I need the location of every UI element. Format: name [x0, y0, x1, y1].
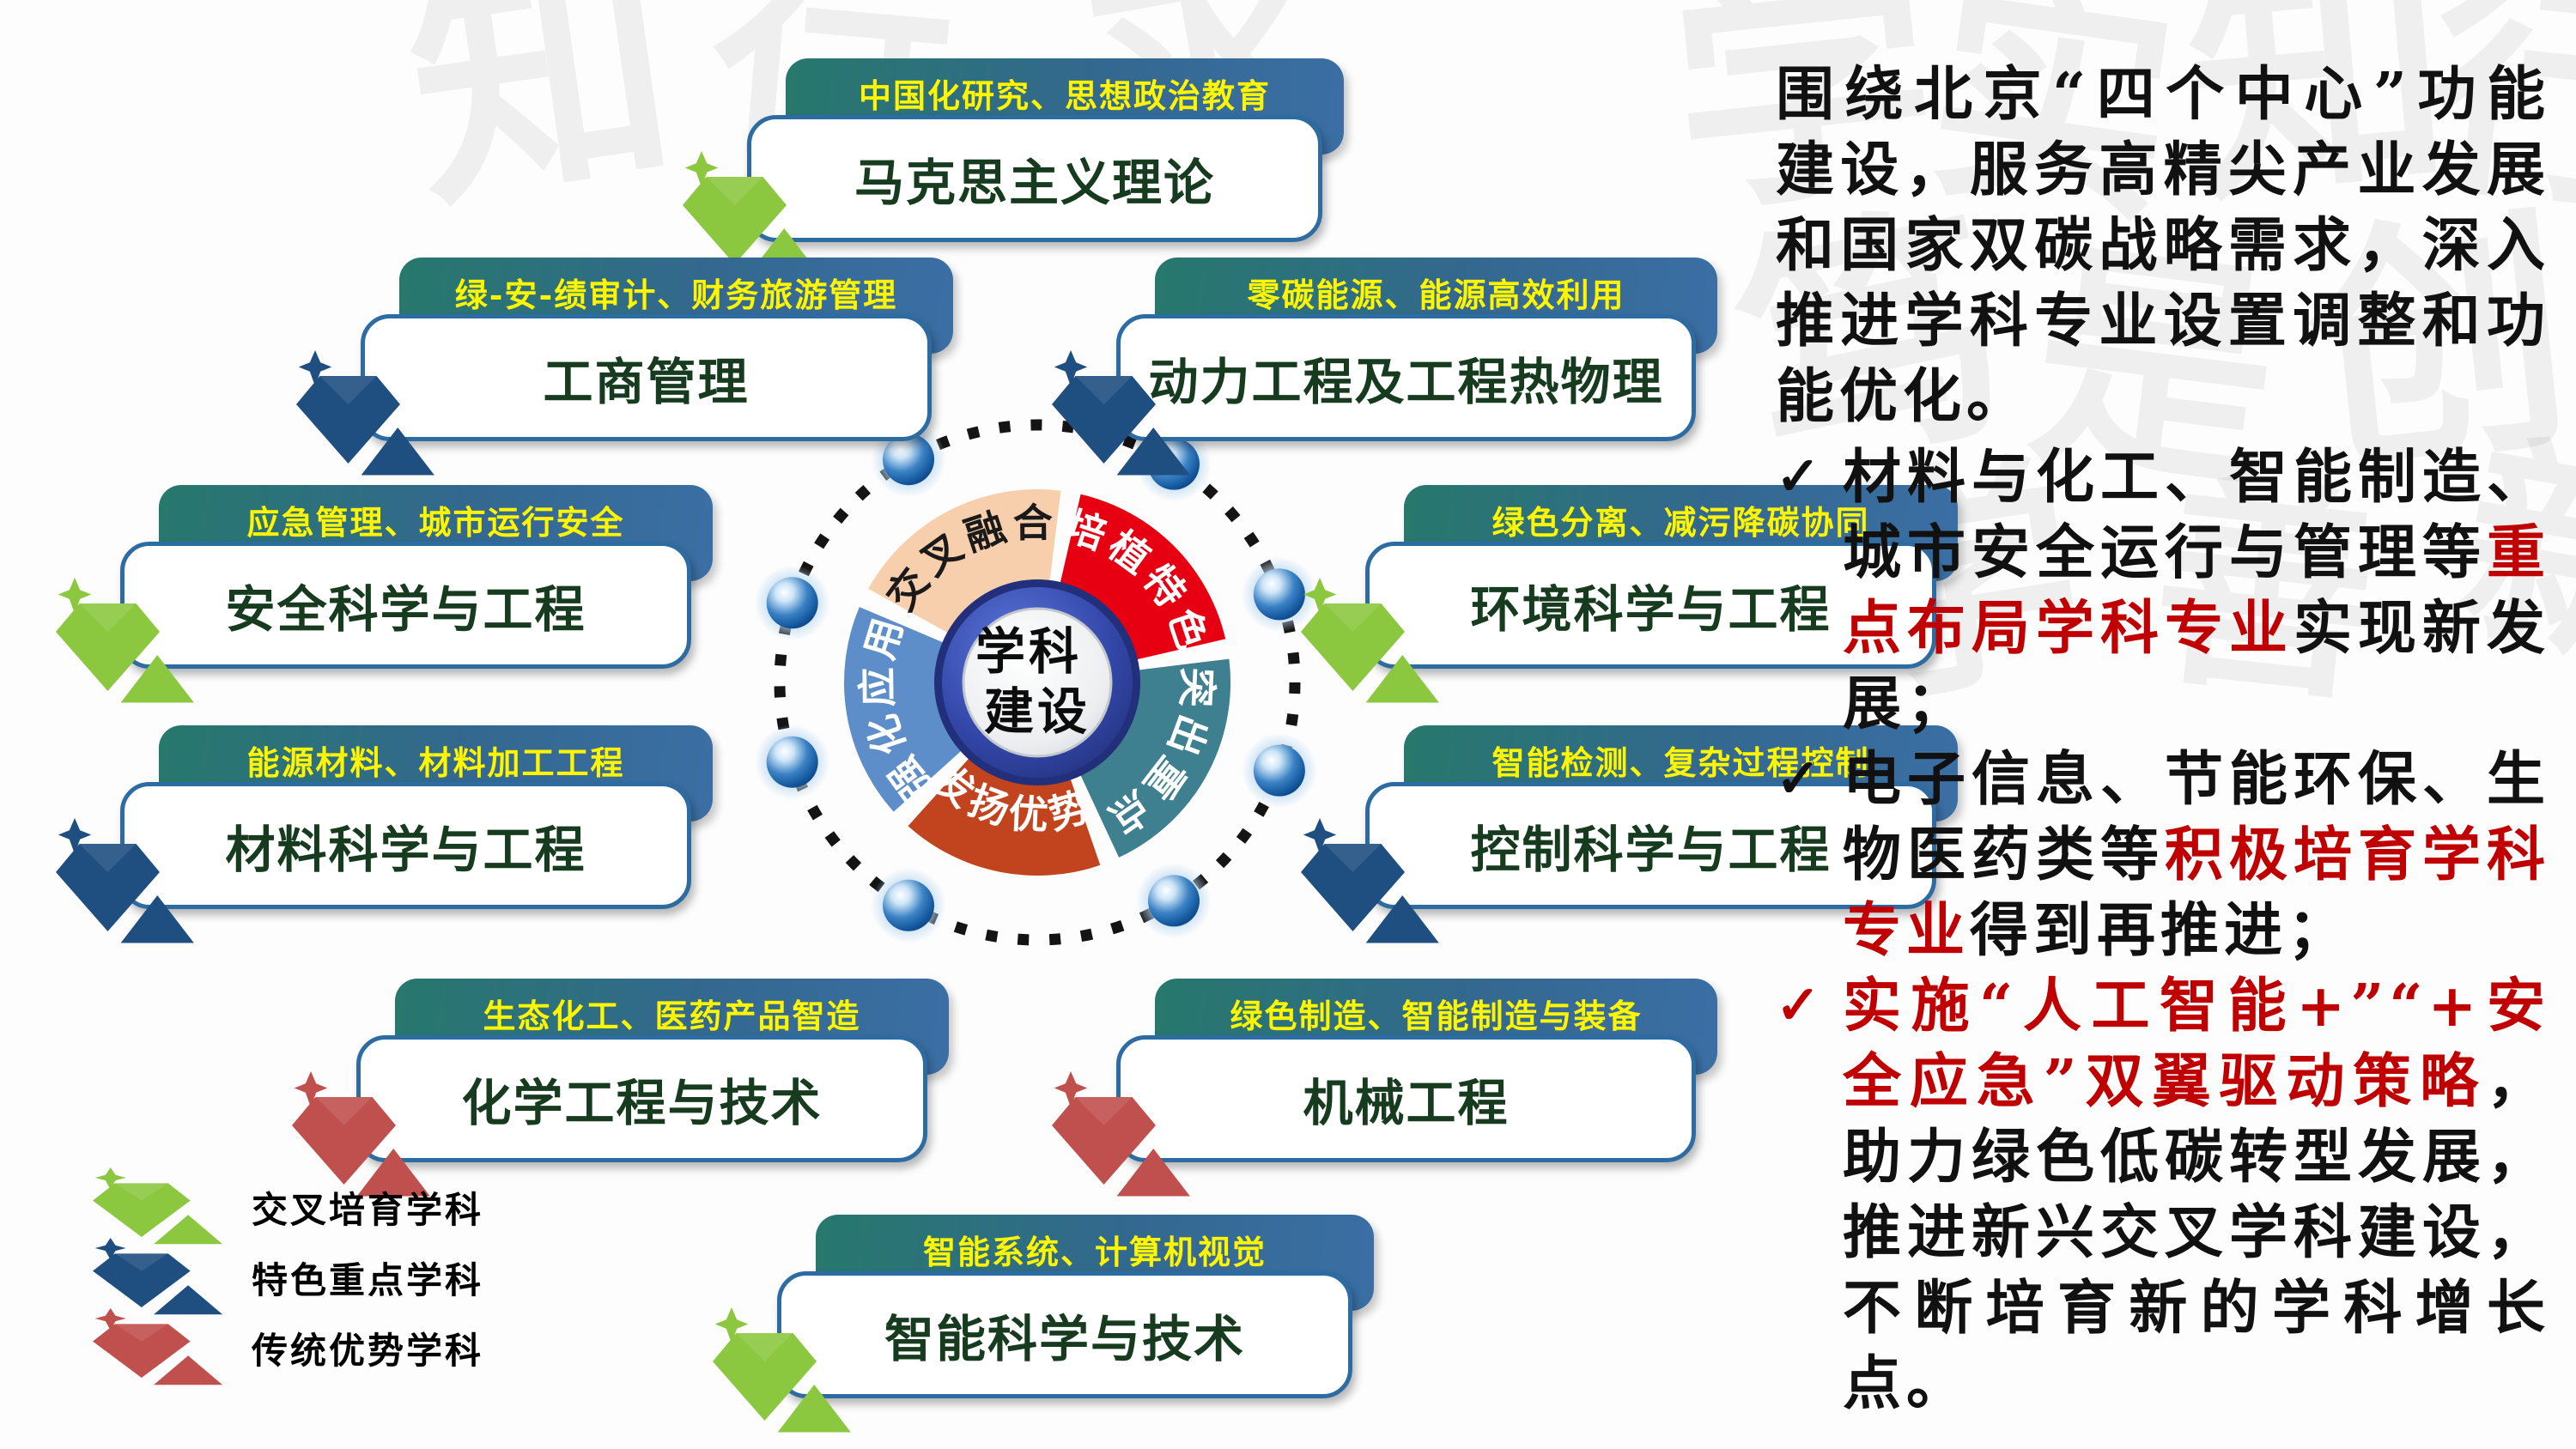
title-panel: 材料科学与工程: [120, 782, 691, 909]
title-panel: 机械工程: [1116, 1035, 1696, 1162]
checklist-text: 电子信息、节能环保、生物医药类等积极培育学科专业得到再推进；: [1843, 745, 2550, 965]
box-title: 机械工程: [1303, 1076, 1510, 1131]
segment-cross-integration: [868, 489, 1061, 634]
watermark-character: 知: [392, 0, 690, 246]
sphere-icon: [754, 724, 830, 800]
sphere-icon: [871, 867, 946, 943]
legend-item-featured-key: 特色重点学科: [93, 1238, 483, 1317]
sphere-icon: [1136, 863, 1212, 939]
summary-intro: 围绕北京“四个中心”功能建设，服务高精尖产业发展和国家双碳战略需求，深入推进学科…: [1776, 60, 2550, 431]
discipline-box-environmental-science: 绿色分离、减污降碳协同 环境科学与工程: [1301, 485, 1958, 734]
checklist-item: ✓ 电子信息、节能环保、生物医药类等积极培育学科专业得到再推进；: [1776, 742, 2550, 968]
box-subtitle: 绿色制造、智能制造与装备: [1230, 997, 1643, 1035]
box-subtitle: 能源材料、材料加工工程: [246, 743, 625, 782]
hub-title: 学科 建设: [975, 624, 1099, 740]
checklist-item: ✓ 实施“人工智能+”“+安全应急”双翼驱动策略，助力绿色低碳转型发展，推进新兴交…: [1776, 968, 2550, 1422]
discipline-box-safety-science: 应急管理、城市运行安全 安全科学与工程: [56, 485, 713, 734]
summary-checklist: ✓ 材料与化工、智能制造、城市安全运行与管理等重点布局学科专业实现新发展； ✓ 电子信…: [1776, 440, 2550, 1422]
gem-icon: [1052, 1071, 1194, 1200]
title-panel: 控制科学与工程: [1365, 782, 1936, 909]
box-subtitle: 智能系统、计算机视觉: [922, 1233, 1267, 1271]
box-title: 材料科学与工程: [225, 822, 586, 878]
wheel-hub: 学科 建设: [934, 579, 1140, 785]
check-icon: ✓: [1776, 447, 1820, 506]
gem-icon: [56, 578, 197, 706]
gem-icon: [713, 1307, 854, 1436]
segment-highlight-priorities: [1079, 658, 1231, 858]
legend-label: 特色重点学科: [252, 1259, 484, 1300]
box-title: 智能科学与技术: [884, 1312, 1245, 1367]
sphere-icon: [754, 565, 830, 641]
check-icon: ✓: [1776, 749, 1820, 809]
title-panel: 工商管理: [361, 314, 932, 441]
title-panel: 化学工程与技术: [356, 1035, 927, 1162]
title-panel: 安全科学与工程: [120, 542, 691, 669]
box-subtitle: 中国化研究、思想政治教育: [858, 76, 1271, 115]
title-panel: 动力工程及工程热物理: [1116, 314, 1696, 441]
dotted-ring: [774, 419, 1301, 946]
legend-item-cross-cultivated: 交叉培育学科: [93, 1167, 483, 1246]
gem-icon: [93, 1238, 226, 1317]
discipline-box-chemical-engineering: 生态化工、医药产品智造 化学工程与技术: [292, 979, 949, 1228]
segment-strengthen-application: [844, 607, 963, 812]
discipline-box-business-admin: 绿-安-绩审计、财务旅游管理 工商管理: [296, 258, 953, 506]
discipline-box-control-science: 智能检测、复杂过程控制 控制科学与工程: [1301, 725, 1958, 974]
legend-label: 传统优势学科: [252, 1330, 484, 1371]
gem-icon: [1301, 818, 1443, 947]
discipline-wheel: 交叉融合 培植特色 突出重点 发扬优势 强化应用 学科 建设: [754, 419, 1317, 946]
sphere-icon: [1241, 556, 1317, 633]
gem-icon: [1301, 578, 1443, 706]
gem-icon: [93, 1308, 226, 1387]
discipline-box-marxism: 中国化研究、思想政治教育 马克思主义理论: [683, 58, 1344, 307]
title-panel: 环境科学与工程: [1365, 542, 1936, 669]
box-title: 动力工程及工程热物理: [1148, 355, 1664, 410]
box-title: 化学工程与技术: [461, 1076, 823, 1131]
gem-icon: [292, 1071, 434, 1200]
box-subtitle: 绿-安-绩审计、财务旅游管理: [454, 276, 898, 314]
discipline-box-materials-science: 能源材料、材料加工工程 材料科学与工程: [56, 725, 713, 974]
title-panel: 智能科学与技术: [777, 1271, 1352, 1398]
box-title: 马克思主义理论: [854, 155, 1215, 211]
box-subtitle: 绿色分离、减污降碳协同: [1492, 503, 1870, 542]
box-subtitle: 应急管理、城市运行安全: [246, 503, 625, 542]
title-panel: 马克思主义理论: [747, 115, 1322, 242]
legend-item-traditional-advantage: 传统优势学科: [93, 1308, 483, 1387]
discipline-box-intelligence-science: 智能系统、计算机视觉 智能科学与技术: [713, 1215, 1374, 1449]
checklist-item: ✓ 材料与化工、智能制造、城市安全运行与管理等重点布局学科专业实现新发展；: [1776, 440, 2550, 742]
box-title: 环境科学与工程: [1470, 582, 1832, 638]
sphere-icon: [1241, 732, 1317, 809]
gem-icon: [56, 818, 197, 947]
segment-carry-forward-strengths: [908, 757, 1101, 876]
discipline-box-mechanical-engineering: 绿色制造、智能制造与装备 机械工程: [1052, 979, 1717, 1228]
legend-label: 交叉培育学科: [252, 1189, 484, 1230]
checklist-text: 实施“人工智能+”“+安全应急”双翼驱动策略，助力绿色低碳转型发展，推进新兴交叉…: [1843, 972, 2550, 1418]
box-title: 控制科学与工程: [1470, 822, 1832, 878]
box-title: 安全科学与工程: [225, 582, 586, 638]
wheel-segments: [844, 489, 1231, 876]
box-title: 工商管理: [543, 355, 750, 410]
gem-icon: [1052, 350, 1194, 479]
gem-icon: [93, 1167, 226, 1246]
box-subtitle: 零碳能源、能源高效利用: [1247, 276, 1625, 314]
box-subtitle: 智能检测、复杂过程控制: [1492, 743, 1870, 782]
discipline-box-power-engineering: 零碳能源、能源高效利用 动力工程及工程热物理: [1052, 258, 1717, 506]
check-icon: ✓: [1776, 976, 1820, 1035]
gem-icon: [296, 350, 438, 479]
segment-cultivate-features: [1060, 494, 1226, 660]
box-subtitle: 生态化工、医药产品智造: [483, 997, 861, 1035]
checklist-text: 材料与化工、智能制造、城市安全运行与管理等重点布局学科专业实现新发展；: [1843, 443, 2550, 738]
summary-panel: 围绕北京“四个中心”功能建设，服务高精尖产业发展和国家双碳战略需求，深入推进学科…: [1776, 57, 2550, 1422]
